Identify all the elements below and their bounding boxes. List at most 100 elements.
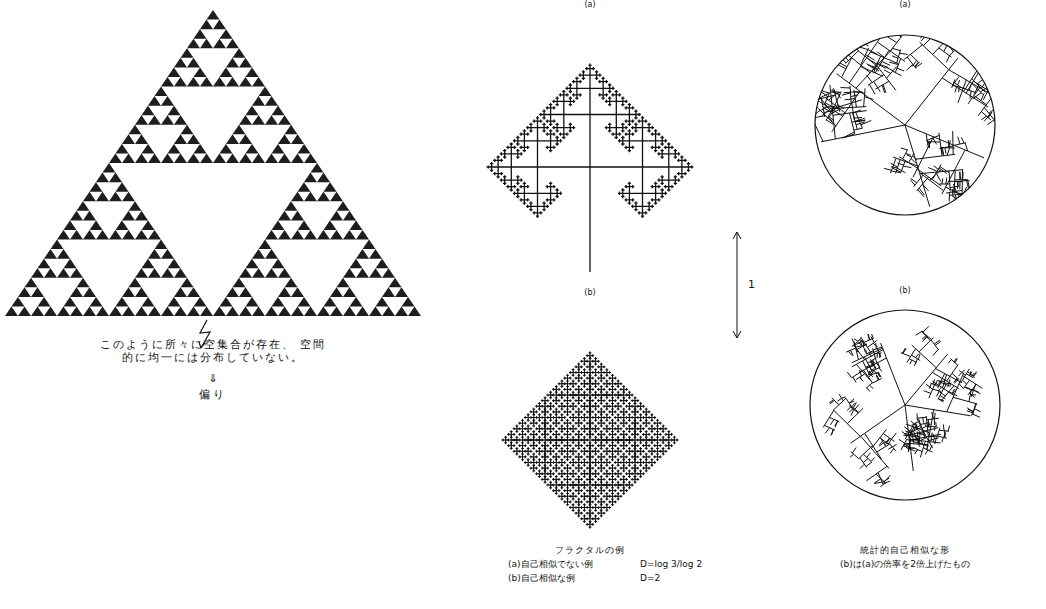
triangle-cell [116,153,129,163]
triangle-cell [129,287,142,297]
triangle-cell [272,230,285,240]
triangle-cell [90,230,103,240]
triangle-cell [142,306,155,316]
triangle-cell [259,96,272,106]
triangle-cell [155,249,168,259]
triangle-cell [324,230,337,240]
triangle-cell [363,249,376,259]
triangle-cell [103,173,116,183]
triangle-cell [129,211,142,221]
triangle-cell [142,268,155,278]
triangle-cell [142,153,155,163]
triangle-cell [246,77,259,87]
note-text: 偏り [199,388,227,401]
triangle-cell [324,306,337,316]
triangle-cell [220,77,233,87]
triangle-cell [350,268,363,278]
triangle-cell [116,192,129,202]
triangle-cell [298,153,311,163]
circle-outline [810,310,1000,500]
triangle-cell [311,173,324,183]
triangle-cell [168,77,181,87]
triangle-cell [194,306,207,316]
figure-label: D=log 3/log 2 [640,559,702,570]
triangle-cell [25,287,38,297]
triangle-cell [376,268,389,278]
triangle-cell [337,287,350,297]
random-branches [823,326,982,486]
figure-label: (a) [584,0,595,10]
caption-text: フラクタルの例 [555,545,625,556]
triangle-cell [246,115,259,125]
figure-label: (b)は(a)の倍率を2倍上げたもの [840,559,970,570]
sierpinski-triangle [5,10,421,316]
triangle-cell [389,287,402,297]
triangle-cell [220,39,233,49]
note-text: このように所々に空集合が存在、 空間的に均一には分布していない。 [95,338,331,364]
triangle-cell [272,268,285,278]
figure-label: (a)自己相似でない例 [508,559,593,570]
triangle-cell [376,306,389,316]
triangle-cell [64,268,77,278]
triangle-cell [402,306,415,316]
figure-label: (b)自己相似な例 [508,573,575,584]
triangle-cell [233,287,246,297]
triangle-cell [337,211,350,221]
triangle-cell [168,153,181,163]
figure-label: D=2 [640,573,660,584]
triangle-cell [272,153,285,163]
cross-fractal [501,351,678,528]
triangle-cell [77,211,90,221]
triangle-cell [246,268,259,278]
triangle-cell [285,211,298,221]
triangle-cell [194,39,207,49]
triangle-cell [116,230,129,240]
triangle-cell [38,306,51,316]
triangle-cell [142,230,155,240]
triangle-cell [90,192,103,202]
triangle-cell [246,306,259,316]
figure-label: (a) [899,0,910,10]
triangle-cell [220,306,233,316]
triangle-cell [181,287,194,297]
triangle-cell [155,96,168,106]
triangle-cell [77,287,90,297]
triangle-cell [168,115,181,125]
triangle-cell [324,192,337,202]
triangle-cell [64,306,77,316]
triangle-cell [350,230,363,240]
triangle-cell [285,287,298,297]
triangle-cell [116,306,129,316]
scale-arrow [733,232,741,338]
tree-fractal [487,64,694,272]
triangle-cell [259,249,272,259]
triangle-cell [51,249,64,259]
triangle-cell [5,10,421,316]
triangle-cell [298,306,311,316]
triangle-cell [129,134,142,144]
triangle-cell [272,306,285,316]
random-branches [800,25,1016,215]
triangle-cell [220,153,233,163]
triangle-cell [64,230,77,240]
triangle-cell [194,153,207,163]
scale-number: 1 [748,278,755,291]
triangle-cell [181,58,194,68]
caption-text: 統計的自己相似な形 [860,545,950,556]
triangle-cell [142,115,155,125]
triangle-cell [38,268,51,278]
figure-label: (b) [584,288,595,298]
triangle-cell [233,58,246,68]
triangle-cell [246,153,259,163]
triangle-cell [207,20,220,30]
triangle-cell [350,306,363,316]
triangle-cell [285,134,298,144]
triangle-cell [12,306,25,316]
triangle-cell [168,306,181,316]
note-text: ⇓ [208,372,217,385]
triangle-cell [298,230,311,240]
triangle-cell [181,134,194,144]
triangle-cell [168,268,181,278]
triangle-cell [90,306,103,316]
